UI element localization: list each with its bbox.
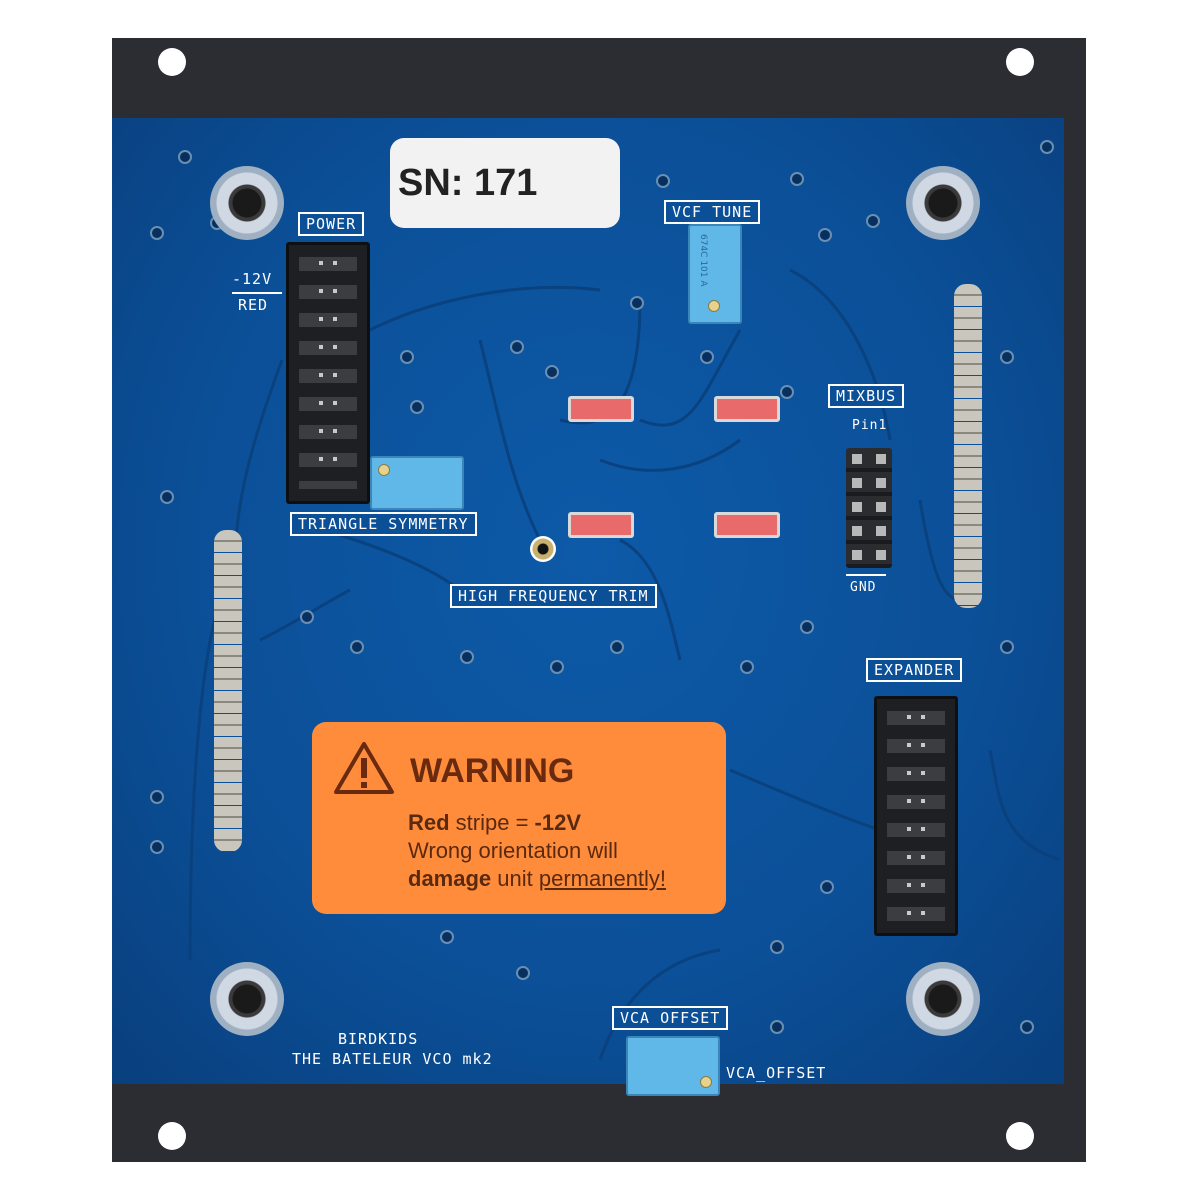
power-connector [286,242,370,504]
mixbus-label: MIXBUS [828,384,905,408]
serial-number-label: SN: 171 [390,138,620,228]
via [790,172,804,186]
stripe-text: stripe = [449,810,535,835]
damage-word: damage [408,866,492,891]
pin-header-right [954,284,982,608]
red-label: RED [238,296,269,314]
via [150,790,164,804]
pin-header-left [214,530,242,852]
mixbus-header [846,448,892,568]
via [178,150,192,164]
resistor [568,396,634,422]
vcf-tune-label: VCF TUNE [664,200,761,224]
vca-offset-label: VCA OFFSET [612,1006,729,1030]
expander-connector [874,696,958,936]
minus12v-label: -12V [232,270,273,288]
gnd-divider [846,574,886,576]
trimmer-screw [708,300,720,312]
resistor [714,396,780,422]
via [510,340,524,354]
via [818,228,832,242]
mount-hole-bottom-right [1006,1122,1034,1150]
standoff-top-right [906,166,980,240]
vca-offset-net-label: VCA_OFFSET [726,1064,827,1082]
minus12v-divider [232,292,282,294]
via [516,966,530,980]
warning-label: WARNING Red stripe = -12V Wrong orientat… [312,722,726,914]
via [740,660,754,674]
via [410,400,424,414]
via [1020,1020,1034,1034]
warning-title: WARNING [410,752,575,790]
voltage-value: -12V [534,810,582,835]
standoff-top-left [210,166,284,240]
via [150,226,164,240]
product-name: THE BATELEUR VCO mk2 [292,1050,493,1068]
trimmer-screw [700,1076,712,1088]
vca-offset-trimmer[interactable] [626,1036,720,1096]
via [350,640,364,654]
high-frequency-trim-label: HIGH FREQUENCY TRIM [450,584,657,608]
via [866,214,880,228]
via [656,174,670,188]
vcf-tune-trimmer[interactable]: 674C 101 A [688,224,742,324]
via [150,840,164,854]
warning-line-2: Wrong orientation will [408,838,618,863]
warning-triangle-icon [334,742,394,794]
via [550,660,564,674]
via [1040,140,1054,154]
warning-line-3: damage unit permanently! [408,866,666,892]
permanently-word: permanently! [538,866,667,891]
expander-label: EXPANDER [866,658,963,682]
via [800,620,814,634]
mount-hole-bottom-left [158,1122,186,1150]
resistor [568,512,634,538]
via [400,350,414,364]
via [440,930,454,944]
via [700,350,714,364]
red-word: Red [408,810,450,835]
mount-hole-top-right [1006,48,1034,76]
via [545,365,559,379]
standoff-bottom-left [210,962,284,1036]
brand-text: BIRDKIDS [338,1030,419,1048]
standoff-bottom-right [906,962,980,1036]
power-label: POWER [298,212,365,236]
warning-line-1: Red stripe = -12V [408,810,581,836]
resistor [714,512,780,538]
trimmer-screw [378,464,390,476]
via [630,296,644,310]
gnd-label: GND [850,580,877,595]
via [610,640,624,654]
via [460,650,474,664]
unit-text: unit [491,866,539,891]
via [160,490,174,504]
via [820,880,834,894]
via [300,610,314,624]
via [780,385,794,399]
pin1-label: Pin1 [852,418,888,433]
triangle-symmetry-label: TRIANGLE SYMMETRY [290,512,477,536]
high-frequency-trim-point[interactable] [530,536,556,562]
via [770,940,784,954]
via [1000,640,1014,654]
trimmer-marking: 674C 101 A [698,234,708,287]
triangle-symmetry-trimmer[interactable] [370,456,464,510]
mount-hole-top-left [158,48,186,76]
via [770,1020,784,1034]
via [1000,350,1014,364]
